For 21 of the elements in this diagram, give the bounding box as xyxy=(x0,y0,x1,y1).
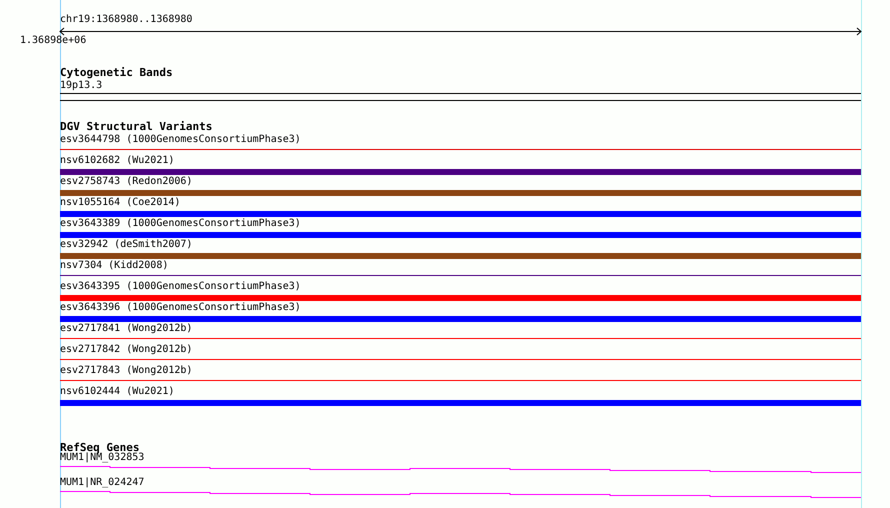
gene-label: MUM1|NM_032853 xyxy=(60,452,144,464)
variant-label: esv2717843 (Wong2012b) xyxy=(60,365,192,377)
variant-label: nsv6102444 (Wu2021) xyxy=(60,386,174,398)
track-title: Cytogenetic Bands xyxy=(60,67,173,79)
variant-label: nsv7304 (Kidd2008) xyxy=(60,260,168,272)
location-label: chr19:1368980..1368980 xyxy=(60,14,192,26)
variant-label: esv2717841 (Wong2012b) xyxy=(60,323,192,335)
gene-label: MUM1|NR_024247 xyxy=(60,477,144,489)
variant-label: esv3643389 (1000GenomesConsortiumPhase3) xyxy=(60,218,301,230)
variant-label: esv3643396 (1000GenomesConsortiumPhase3) xyxy=(60,302,301,314)
variant-label: esv2717842 (Wong2012b) xyxy=(60,344,192,356)
variant-label: esv32942 (deSmith2007) xyxy=(60,239,192,251)
variant-label: esv2758743 (Redon2006) xyxy=(60,176,192,188)
band-label: 19p13.3 xyxy=(60,80,102,92)
variant-label: esv3643395 (1000GenomesConsortiumPhase3) xyxy=(60,281,301,293)
track-title: DGV Structural Variants xyxy=(60,121,212,133)
scale-tick-label: 1.36898e+06 xyxy=(20,35,86,47)
variant-label: esv3644798 (1000GenomesConsortiumPhase3) xyxy=(60,134,301,146)
variant-label: nsv1055164 (Coe2014) xyxy=(60,197,180,209)
variant-label: nsv6102682 (Wu2021) xyxy=(60,155,174,167)
track-title: RefSeq Genes xyxy=(60,442,140,454)
